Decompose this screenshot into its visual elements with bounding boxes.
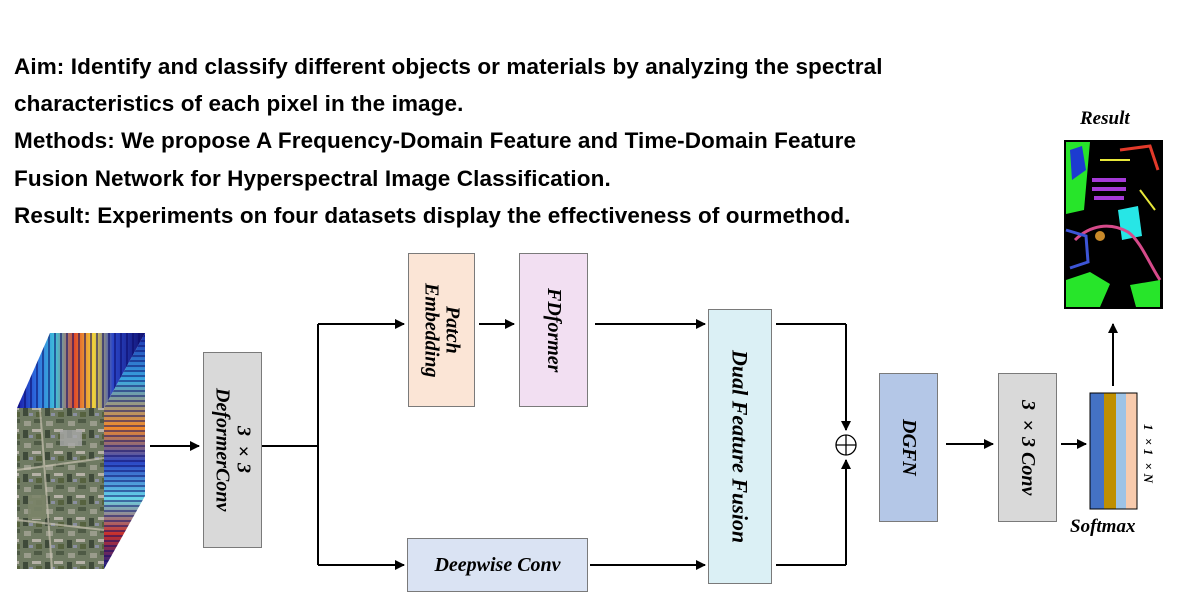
conv3x3-label: 3 ×3 Conv (1017, 399, 1039, 496)
aim-text-continued: characteristics of each pixel in the ima… (14, 91, 464, 116)
output-dimension-label: 1 ×1 ×N (1141, 424, 1156, 483)
dgfn-label: DGFN (898, 419, 920, 476)
softmax-label: Softmax (1070, 516, 1136, 537)
softmax-output-bars (1089, 392, 1138, 510)
dual-feature-fusion-block: Dual Feature Fusion (708, 309, 772, 584)
deformer-conv-label: 3 ×3 DeformerConv (211, 388, 255, 512)
deepwise-conv-label: Deepwise Conv (434, 553, 561, 576)
result-text: Result: Experiments on four datasets dis… (14, 203, 851, 228)
patch-embedding-label: Patch Embedding (420, 282, 464, 378)
deepwise-conv-block: Deepwise Conv (407, 538, 588, 592)
methods-text-continued: Fusion Network for Hyperspectral Image C… (14, 166, 611, 191)
patch-embedding-block: Patch Embedding (408, 253, 475, 407)
dual-feature-fusion-label: Dual Feature Fusion (727, 349, 753, 544)
sum-node-icon (835, 434, 857, 456)
methods-text: Methods: We propose A Frequency-Domain F… (14, 128, 857, 153)
fdformer-block: FDformer (519, 253, 588, 407)
aim-text: Aim: Identify and classify different obj… (14, 54, 883, 79)
hyperspectral-cube-image (16, 333, 145, 570)
dgfn-block: DGFN (879, 373, 938, 522)
deformer-conv-block: 3 ×3 DeformerConv (203, 352, 262, 548)
connector-lines (150, 319, 1118, 570)
result-classification-map (1064, 140, 1163, 309)
fdformer-label: FDformer (543, 287, 565, 373)
conv3x3-block: 3 ×3 Conv (998, 373, 1057, 522)
result-label: Result (1080, 108, 1130, 129)
